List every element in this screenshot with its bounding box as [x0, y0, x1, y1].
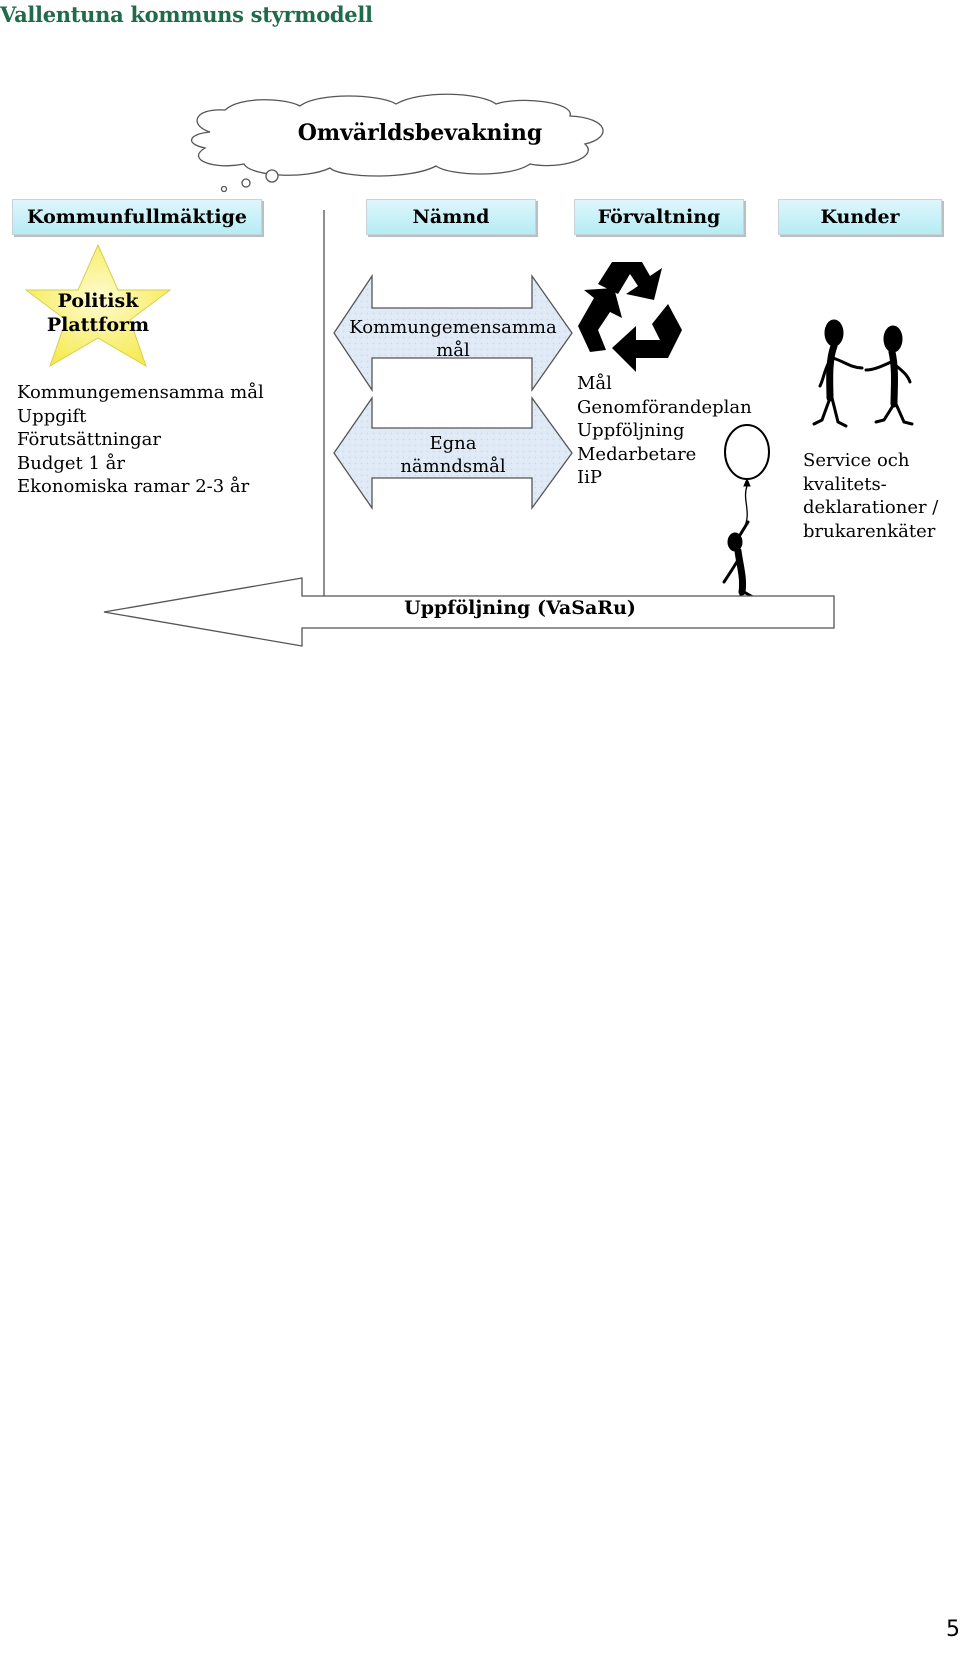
arrow1-line1: Kommungemensamma — [349, 317, 557, 338]
header-kommunfullmaktige: Kommunfullmäktige — [12, 199, 262, 235]
forvaltning-list-item: Medarbetare — [577, 443, 697, 465]
header-forvaltning: Förvaltning — [574, 199, 744, 235]
star-label-line1: Politisk — [57, 290, 139, 312]
forvaltning-list: Mål Genomförandeplan Uppföljning Medarbe… — [577, 372, 752, 490]
kf-list-item: Budget 1 år — [17, 452, 125, 474]
kunder-text-line: Service och — [803, 450, 910, 471]
recycle-icon — [578, 262, 682, 372]
kf-list-item: Förutsättningar — [17, 429, 162, 450]
double-arrow-egna-namndsmal — [333, 395, 573, 511]
forvaltning-list-item: IiP — [577, 467, 602, 488]
diagram-graphics — [24, 93, 914, 647]
forvaltning-list-item: Mål — [577, 373, 612, 394]
kf-list-item: Kommungemensamma mål — [17, 382, 264, 403]
arrow2-line1: Egna — [429, 433, 477, 454]
cloud-label: Omvärldsbevakning — [297, 120, 543, 146]
star-label: Politisk Plattform — [38, 289, 158, 337]
followup-arrow — [103, 577, 835, 647]
header-namnd: Nämnd — [366, 199, 536, 235]
star-label-line2: Plattform — [46, 314, 150, 336]
star-icon — [24, 243, 172, 368]
arrow1-label: Kommungemensamma mål — [344, 316, 562, 362]
styrmodell-diagram: Omvärldsbevakning Kommunfullmäktige Nämn… — [0, 0, 960, 660]
kunder-text-line: deklarationer / — [803, 497, 939, 518]
kunder-text-line: brukarenkäter — [803, 520, 936, 542]
kf-list-item: Uppgift — [17, 405, 87, 427]
kf-list: Kommungemensamma mål Uppgift Förutsättni… — [17, 381, 264, 499]
forvaltning-list-item: Uppföljning — [577, 420, 685, 441]
handshake-figures-icon — [812, 319, 914, 428]
kunder-text: Service och kvalitets- deklarationer / b… — [803, 449, 938, 543]
followup-label: Uppföljning (VaSaRu) — [404, 597, 636, 619]
arrow2-label: Egna nämndsmål — [344, 432, 562, 478]
page-number: 5 — [946, 1617, 960, 1642]
page-title: Vallentuna kommuns styrmodell — [0, 2, 373, 27]
balloon-figure-icon — [722, 424, 770, 624]
kf-list-item: Ekonomiska ramar 2-3 år — [17, 476, 250, 497]
kunder-text-line: kvalitets- — [803, 473, 887, 495]
thought-cloud-icon — [191, 93, 604, 193]
arrow2-line2: nämndsmål — [400, 456, 506, 477]
double-arrow-kommungemensamma — [333, 273, 573, 393]
arrow1-line2: mål — [436, 340, 470, 361]
forvaltning-list-item: Genomförandeplan — [577, 396, 752, 418]
header-kunder: Kunder — [778, 199, 942, 235]
